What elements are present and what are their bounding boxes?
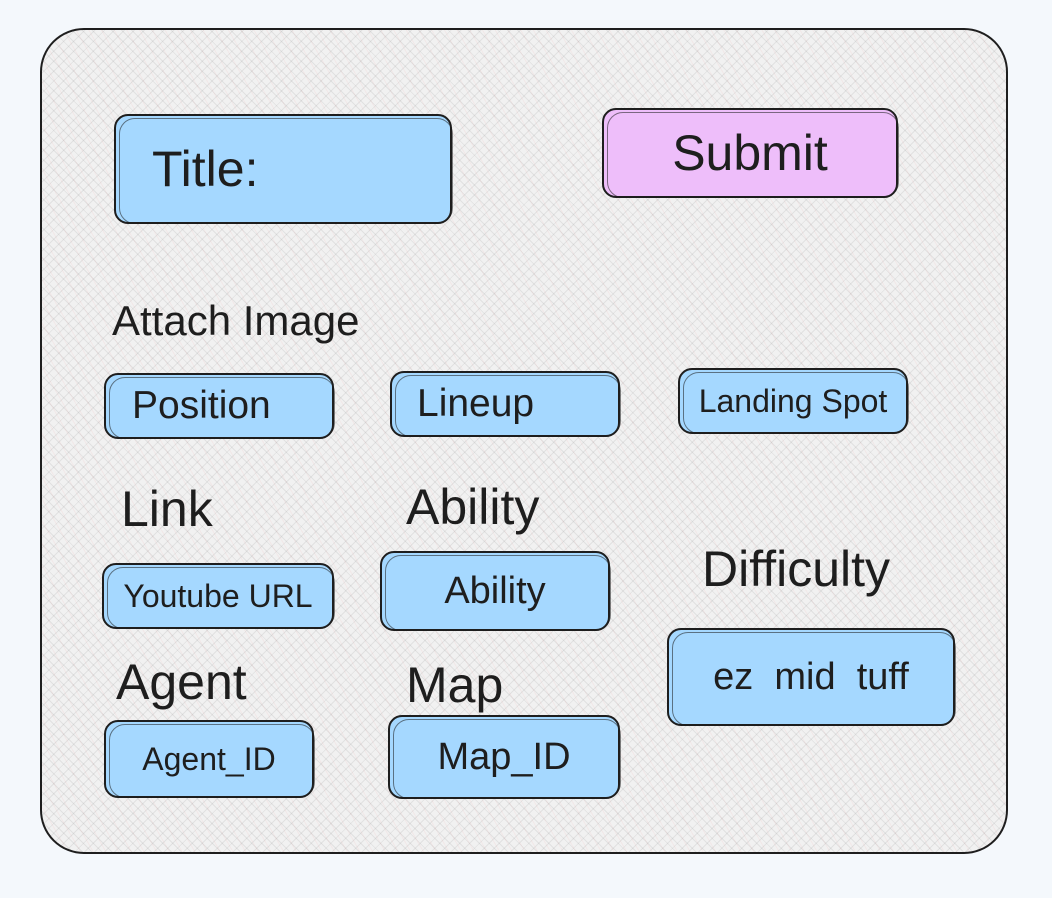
map-label: Map <box>406 657 504 713</box>
ability-label: Ability <box>406 479 540 535</box>
agent-id-input-label: Agent_ID <box>142 740 276 777</box>
ability-input-label: Ability <box>444 569 546 612</box>
youtube-url-input[interactable]: Youtube URL <box>102 563 335 629</box>
position-image-button[interactable]: Position <box>104 373 335 439</box>
ability-input[interactable]: Ability <box>380 551 611 631</box>
submit-button[interactable]: Submit <box>602 108 899 198</box>
title-input[interactable]: Title: <box>114 114 453 224</box>
youtube-url-input-label: Youtube URL <box>123 577 313 614</box>
position-image-button-label: Position <box>132 384 271 427</box>
difficulty-options: ez mid tuff <box>713 655 909 698</box>
lineup-image-button[interactable]: Lineup <box>390 371 621 437</box>
difficulty-label: Difficulty <box>702 541 891 597</box>
lineup-image-button-label: Lineup <box>417 382 535 425</box>
landing-spot-image-button[interactable]: Landing Spot <box>678 368 909 434</box>
title-input-label: Title: <box>152 141 259 197</box>
difficulty-selector[interactable]: ez mid tuff <box>667 628 956 726</box>
landing-spot-image-button-label: Landing Spot <box>698 382 888 419</box>
map-id-input[interactable]: Map_ID <box>388 715 621 799</box>
agent-label: Agent <box>116 654 247 710</box>
agent-id-input[interactable]: Agent_ID <box>104 720 315 798</box>
link-label: Link <box>121 481 213 537</box>
attach-image-label: Attach Image <box>112 297 360 344</box>
map-id-input-label: Map_ID <box>437 735 571 778</box>
submit-button-label: Submit <box>672 125 828 181</box>
